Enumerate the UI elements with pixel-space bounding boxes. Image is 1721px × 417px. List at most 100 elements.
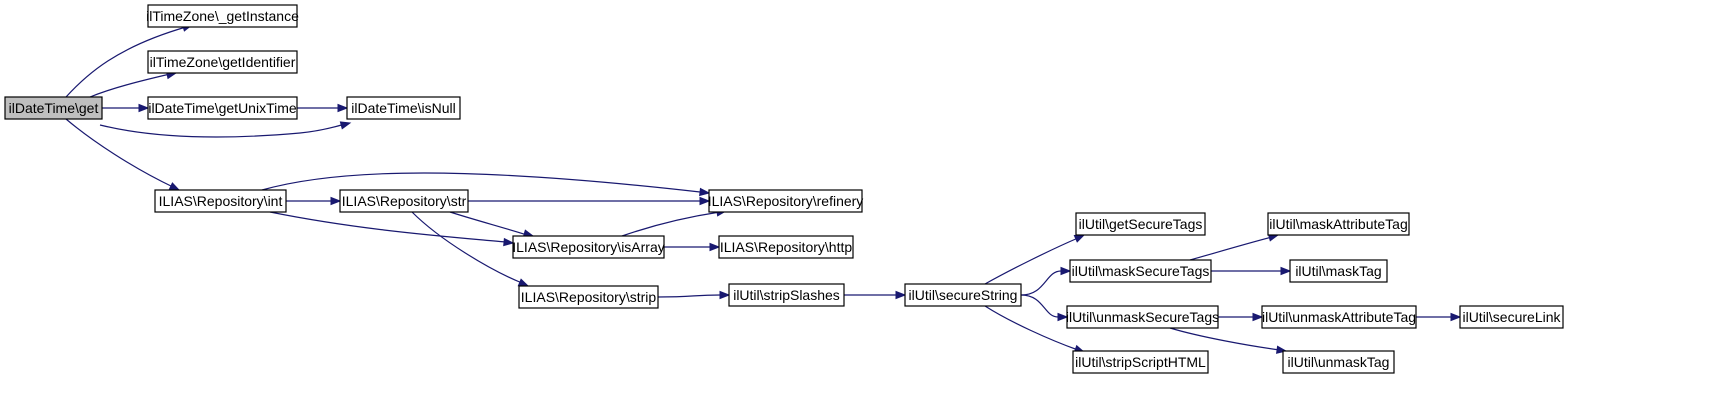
node-label: ILIAS\Repository\strip: [521, 289, 657, 305]
edge-line: [657, 294, 721, 298]
node-stripScriptHTML[interactable]: ilUtil\stripScriptHTML: [1072, 350, 1209, 374]
node-box[interactable]: [1267, 212, 1410, 236]
node-box[interactable]: [4, 96, 103, 120]
node-box[interactable]: [154, 189, 287, 213]
node-isArray[interactable]: ILIAS\Repository\isArray: [512, 235, 665, 259]
edge-str-to-strip: [411, 211, 530, 287]
node-getIdentifier[interactable]: ilTimeZone\getIdentifier: [147, 50, 298, 74]
edge-get-to-getIdentifier: [89, 70, 178, 98]
node-maskTag[interactable]: ilUtil\maskTag: [1289, 259, 1388, 283]
node-box[interactable]: [728, 283, 845, 307]
node-label: ilDateTime\getUnixTime: [148, 100, 297, 116]
edge-maskSecureTags-to-maskTag: [1210, 266, 1292, 276]
edge-arrowhead: [517, 278, 530, 287]
node-label: ilTimeZone\getIdentifier: [150, 54, 296, 70]
node-label: ilUtil\maskSecureTags: [1072, 263, 1210, 279]
node-box[interactable]: [708, 189, 863, 213]
node-get[interactable]: ilDateTime\get: [4, 96, 103, 120]
node-box[interactable]: [718, 235, 854, 259]
edge-str-to-isArray: [449, 211, 535, 238]
edge-stripSlashes-to-secureString: [844, 290, 907, 300]
edge-str-to-refinery: [468, 196, 711, 206]
edge-line: [1020, 294, 1059, 318]
node-label: ilUtil\stripScriptHTML: [1075, 354, 1206, 370]
edge-arrowhead: [168, 182, 181, 191]
node-label: ilUtil\secureLink: [1462, 309, 1561, 325]
edge-line: [621, 211, 721, 237]
node-secureString[interactable]: ilUtil\secureString: [904, 283, 1022, 307]
node-int[interactable]: ILIAS\Repository\int: [154, 189, 287, 213]
node-stripSlashes[interactable]: ilUtil\stripSlashes: [728, 283, 845, 307]
node-box[interactable]: [1261, 305, 1417, 329]
node-box[interactable]: [1072, 350, 1209, 374]
node-box[interactable]: [1066, 305, 1219, 329]
edge-arrowhead: [1073, 234, 1086, 243]
node-strip[interactable]: ILIAS\Repository\strip: [518, 285, 659, 309]
edge-unmaskSecureTags-to-unmaskTag: [1169, 327, 1288, 354]
edge-line: [449, 211, 528, 236]
edge-line: [984, 305, 1079, 351]
node-getUnixTime[interactable]: ilDateTime\getUnixTime: [147, 96, 298, 120]
node-unmaskSecureTags[interactable]: ilUtil\unmaskSecureTags: [1066, 305, 1219, 329]
node-str[interactable]: ILIAS\Repository\str: [339, 189, 469, 213]
node-label: ILIAS\Repository\http: [720, 239, 853, 255]
node-box[interactable]: [147, 50, 298, 74]
node-unmaskAttributeTag[interactable]: ilUtil\unmaskAttributeTag: [1261, 305, 1417, 329]
node-label: ilTimeZone\_getInstance: [146, 8, 299, 24]
edge-line: [411, 211, 523, 284]
node-label: ILIAS\Repository\int: [159, 193, 283, 209]
edge-arrowhead: [330, 196, 342, 206]
edge-maskSecureTags-to-maskAttributeTag: [1189, 233, 1280, 261]
edge-unmaskAttributeTag-to-secureLink: [1416, 312, 1462, 322]
edge-unmaskSecureTags-to-unmaskAttributeTag: [1218, 312, 1264, 322]
node-getInstance[interactable]: ilTimeZone\_getInstance: [146, 4, 299, 28]
node-isNull[interactable]: ilDateTime\isNull: [346, 96, 461, 120]
node-maskSecureTags[interactable]: ilUtil\maskSecureTags: [1069, 259, 1212, 283]
node-box[interactable]: [346, 96, 461, 120]
edge-getUnixTime-to-isNull: [296, 103, 349, 113]
edge-line: [984, 237, 1079, 285]
node-label: ilUtil\maskAttributeTag: [1269, 216, 1408, 232]
node-maskAttributeTag[interactable]: ilUtil\maskAttributeTag: [1267, 212, 1410, 236]
edge-arrowhead: [339, 121, 352, 130]
node-box[interactable]: [1069, 259, 1212, 283]
edge-line: [1020, 270, 1062, 296]
edge-arrowhead: [699, 196, 711, 206]
node-box[interactable]: [1459, 305, 1564, 329]
edge-arrowhead: [895, 290, 907, 300]
node-box[interactable]: [1289, 259, 1388, 283]
node-box[interactable]: [904, 283, 1022, 307]
node-box[interactable]: [147, 4, 298, 28]
edge-line: [1189, 236, 1273, 261]
node-box[interactable]: [1075, 212, 1206, 236]
node-label: ilUtil\getSecureTags: [1079, 216, 1203, 232]
node-box[interactable]: [147, 96, 298, 120]
edge-arrowhead: [1450, 312, 1462, 322]
edge-int-to-isArray: [269, 211, 515, 247]
node-label: ilUtil\unmaskSecureTags: [1066, 309, 1219, 325]
edge-int-to-refinery: [261, 172, 711, 197]
node-http[interactable]: ILIAS\Repository\http: [718, 235, 854, 259]
node-box[interactable]: [339, 189, 469, 213]
edge-arrowhead: [503, 237, 515, 247]
node-refinery[interactable]: ILIAS\Repository\refinery: [708, 189, 864, 213]
node-secureLink[interactable]: ilUtil\secureLink: [1459, 305, 1564, 329]
edge-secureString-to-maskSecureTags: [1020, 266, 1072, 296]
edge-line: [261, 172, 701, 193]
edge-arrowhead: [719, 290, 731, 300]
node-box[interactable]: [518, 285, 659, 309]
edge-get-to-getUnixTime: [101, 103, 150, 113]
edge-arrowhead: [138, 103, 150, 113]
node-label: ilDateTime\isNull: [351, 100, 456, 116]
node-label: ilUtil\stripSlashes: [733, 287, 840, 303]
node-box[interactable]: [1282, 350, 1395, 374]
edge-secureString-to-unmaskSecureTags: [1020, 294, 1069, 322]
edge-isArray-to-http: [664, 242, 721, 252]
node-label: ILIAS\Repository\isArray: [512, 239, 665, 255]
node-unmaskTag[interactable]: ilUtil\unmaskTag: [1282, 350, 1395, 374]
edge-arrowhead: [699, 187, 711, 197]
node-box[interactable]: [512, 235, 665, 259]
edge-line: [65, 26, 187, 98]
node-getSecureTags[interactable]: ilUtil\getSecureTags: [1075, 212, 1206, 236]
